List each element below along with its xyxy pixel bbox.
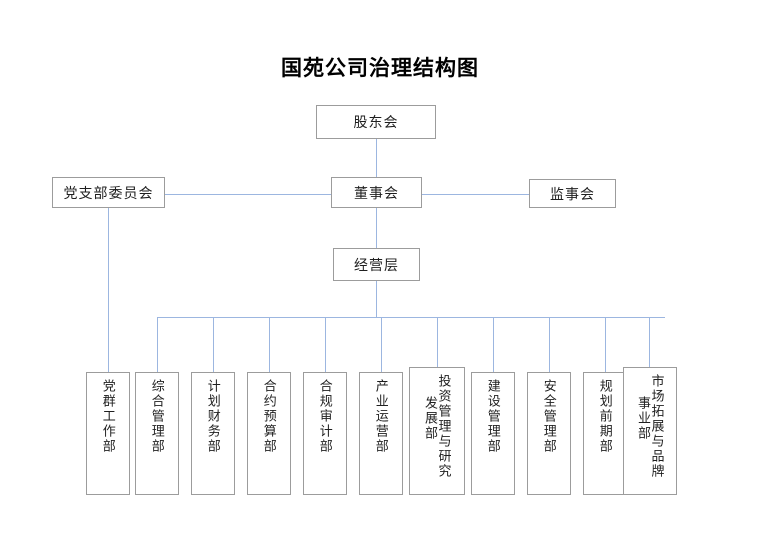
dept-box-contract-budget[interactable]: 合约预算部 [247, 372, 291, 495]
dept-label-industry-operation: 产业运营部 [373, 379, 389, 454]
connector-stub-investment-research-development [437, 317, 438, 367]
node-board-of-supervisors-label: 监事会 [550, 187, 595, 203]
connector-stub-market-brand-business [649, 317, 650, 367]
connector-stub-compliance-audit [325, 317, 326, 372]
dept-box-party-mass-work[interactable]: 党群工作部 [86, 372, 130, 495]
connector-shareholders-to-board [376, 139, 377, 181]
dept-box-investment-research-development[interactable]: 投资管理与研究 发展部 [409, 367, 465, 495]
connector-stub-safety-management [549, 317, 550, 372]
connector-stub-plan-finance [213, 317, 214, 372]
dept-box-plan-finance[interactable]: 计划财务部 [191, 372, 235, 495]
dept-label-market-brand-business-line2: 事业部 [636, 396, 651, 441]
connector-stub-contract-budget [269, 317, 270, 372]
connector-party-to-board [165, 194, 331, 195]
dept-label-planning-preliminary: 规划前期部 [597, 379, 613, 454]
node-party-committee[interactable]: 党支部委员会 [52, 177, 165, 208]
node-board-of-supervisors[interactable]: 监事会 [529, 179, 616, 208]
connector-management-to-bus [376, 281, 377, 317]
dept-box-compliance-audit[interactable]: 合规审计部 [303, 372, 347, 495]
dept-label-compliance-audit: 合规审计部 [317, 379, 333, 454]
node-board-of-directors-label: 董事会 [354, 186, 399, 202]
connector-stub-construction-management [493, 317, 494, 372]
node-board-of-directors[interactable]: 董事会 [331, 177, 422, 208]
connector-board-to-supervisors [422, 194, 529, 195]
connector-party-to-party-mass-work [108, 208, 109, 372]
dept-box-construction-management[interactable]: 建设管理部 [471, 372, 515, 495]
node-party-committee-label: 党支部委员会 [63, 186, 154, 202]
dept-box-general-management[interactable]: 综合管理部 [135, 372, 179, 495]
connector-board-to-management [376, 208, 377, 248]
node-shareholders[interactable]: 股东会 [316, 105, 436, 139]
dept-label-construction-management: 建设管理部 [485, 379, 501, 454]
dept-label-investment-research-development-line2: 发展部 [423, 396, 438, 441]
dept-label-plan-finance: 计划财务部 [205, 379, 221, 454]
node-shareholders-label: 股东会 [353, 116, 399, 131]
node-management[interactable]: 经营层 [333, 248, 420, 281]
connector-stub-general-management [157, 317, 158, 372]
connector-department-bus [157, 317, 665, 318]
dept-label-contract-budget: 合约预算部 [261, 379, 277, 454]
connector-stub-planning-preliminary [605, 317, 606, 372]
dept-label-safety-management: 安全管理部 [541, 379, 557, 454]
node-management-label: 经营层 [354, 258, 399, 274]
dept-label-market-brand-business-line1: 市场拓展与品牌 [649, 374, 665, 479]
connector-stub-industry-operation [381, 317, 382, 372]
chart-title: 国苑公司治理结构图 [281, 56, 479, 80]
dept-label-investment-research-development-line1: 投资管理与研究 [436, 374, 452, 479]
dept-box-safety-management[interactable]: 安全管理部 [527, 372, 571, 495]
dept-box-market-brand-business[interactable]: 市场拓展与品牌 事业部 [623, 367, 677, 495]
dept-label-party-mass-work: 党群工作部 [100, 379, 116, 454]
dept-box-planning-preliminary[interactable]: 规划前期部 [583, 372, 627, 495]
dept-label-general-management: 综合管理部 [149, 379, 165, 454]
dept-box-industry-operation[interactable]: 产业运营部 [359, 372, 403, 495]
